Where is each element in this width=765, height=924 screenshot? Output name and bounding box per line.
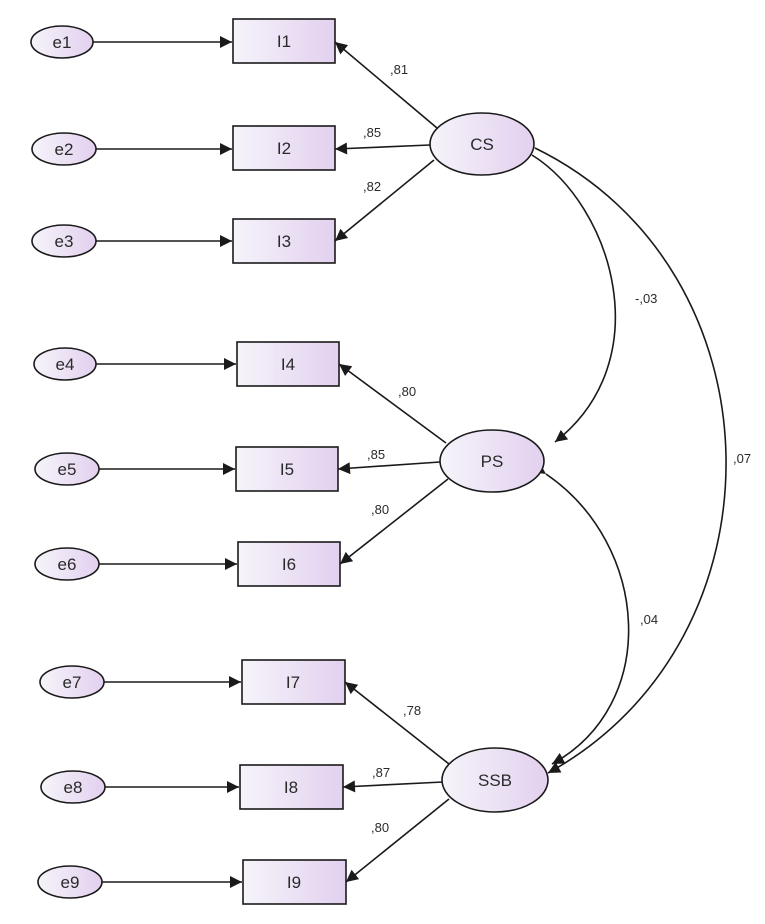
loading-path-ssb-i9 bbox=[345, 798, 450, 883]
error-label: e4 bbox=[56, 355, 75, 374]
indicator-node-i3[interactable]: I3 bbox=[232, 218, 336, 264]
covariance-cs-ps bbox=[518, 143, 617, 443]
loading-label-ssb-i8: ,87 bbox=[372, 765, 390, 780]
loading-path-cs-i1 bbox=[334, 41, 438, 129]
coefficients: ,81 ,85 ,82 ,80 ,85 ,80 ,78 ,87 ,80 -,03… bbox=[363, 62, 751, 835]
covariance-ps-ssb bbox=[532, 462, 630, 765]
error-node-e9[interactable]: e9 bbox=[37, 865, 103, 899]
error-node-e2[interactable]: e2 bbox=[31, 132, 97, 166]
loading-path-ps-i5 bbox=[337, 461, 441, 475]
indicator-node-i9[interactable]: I9 bbox=[242, 859, 347, 905]
factor-label: CS bbox=[470, 135, 494, 154]
factor-node-ssb[interactable]: SSB bbox=[441, 747, 549, 813]
loading-label-ps-i4: ,80 bbox=[398, 384, 416, 399]
error-label: e6 bbox=[58, 555, 77, 574]
indicator-label: I3 bbox=[277, 232, 291, 251]
indicator-label: I4 bbox=[281, 355, 295, 374]
indicator-label: I7 bbox=[286, 673, 300, 692]
factor-label: PS bbox=[481, 452, 504, 471]
loading-path-cs-i3 bbox=[334, 159, 435, 242]
error-label: e3 bbox=[55, 232, 74, 251]
loading-label-cs-i1: ,81 bbox=[390, 62, 408, 77]
loading-path-ssb-i8 bbox=[342, 780, 444, 793]
indicator-node-i5[interactable]: I5 bbox=[235, 446, 339, 492]
error-node-e4[interactable]: e4 bbox=[33, 347, 97, 381]
indicators: I1 I2 I3 I4 I5 I6 I7 I8 I9 bbox=[232, 18, 347, 905]
indicator-node-i2[interactable]: I2 bbox=[232, 125, 336, 171]
factor-node-ps[interactable]: PS bbox=[439, 429, 545, 493]
error-label: e9 bbox=[61, 873, 80, 892]
error-terms: e1 e2 e3 e4 e5 e6 e7 e8 e9 bbox=[30, 25, 106, 899]
loading-label-cs-i3: ,82 bbox=[363, 179, 381, 194]
indicator-node-i8[interactable]: I8 bbox=[239, 764, 344, 810]
indicator-node-i4[interactable]: I4 bbox=[236, 341, 340, 387]
covariance-label-cs-ps: -,03 bbox=[635, 291, 657, 306]
indicator-label: I1 bbox=[277, 32, 291, 51]
error-label: e7 bbox=[63, 673, 82, 692]
indicator-label: I9 bbox=[287, 873, 301, 892]
indicator-label: I6 bbox=[282, 555, 296, 574]
error-node-e5[interactable]: e5 bbox=[34, 452, 100, 486]
factor-node-cs[interactable]: CS bbox=[429, 112, 535, 176]
error-label: e2 bbox=[55, 140, 74, 159]
loading-label-ssb-i7: ,78 bbox=[403, 703, 421, 718]
indicator-node-i6[interactable]: I6 bbox=[237, 541, 341, 587]
loading-label-ssb-i9: ,80 bbox=[371, 820, 389, 835]
indicator-label: I8 bbox=[284, 778, 298, 797]
error-node-e1[interactable]: e1 bbox=[30, 25, 94, 59]
loading-path-ssb-i7 bbox=[344, 681, 450, 765]
error-node-e7[interactable]: e7 bbox=[39, 665, 105, 699]
error-label: e5 bbox=[58, 460, 77, 479]
loading-path-cs-i2 bbox=[334, 142, 431, 155]
covariance-label-ps-ssb: ,04 bbox=[640, 612, 658, 627]
factor-label: SSB bbox=[478, 771, 512, 790]
error-node-e3[interactable]: e3 bbox=[31, 224, 97, 258]
indicator-node-i1[interactable]: I1 bbox=[232, 18, 336, 64]
indicator-label: I2 bbox=[277, 139, 291, 158]
loading-label-cs-i2: ,85 bbox=[363, 125, 381, 140]
loading-path-ps-i4 bbox=[338, 363, 447, 444]
latent-factors: CS PS SSB bbox=[429, 112, 549, 813]
paths bbox=[93, 36, 727, 888]
loading-label-ps-i5: ,85 bbox=[367, 447, 385, 462]
error-label: e8 bbox=[64, 778, 83, 797]
error-node-e8[interactable]: e8 bbox=[40, 770, 106, 804]
loading-label-ps-i6: ,80 bbox=[371, 502, 389, 517]
covariance-label-cs-ssb: ,07 bbox=[733, 451, 751, 466]
error-node-e6[interactable]: e6 bbox=[34, 547, 100, 581]
indicator-node-i7[interactable]: I7 bbox=[241, 659, 346, 705]
error-label: e1 bbox=[53, 33, 72, 52]
indicator-label: I5 bbox=[280, 460, 294, 479]
covariance-cs-ssb bbox=[521, 137, 727, 774]
loading-path-ps-i6 bbox=[339, 478, 449, 565]
